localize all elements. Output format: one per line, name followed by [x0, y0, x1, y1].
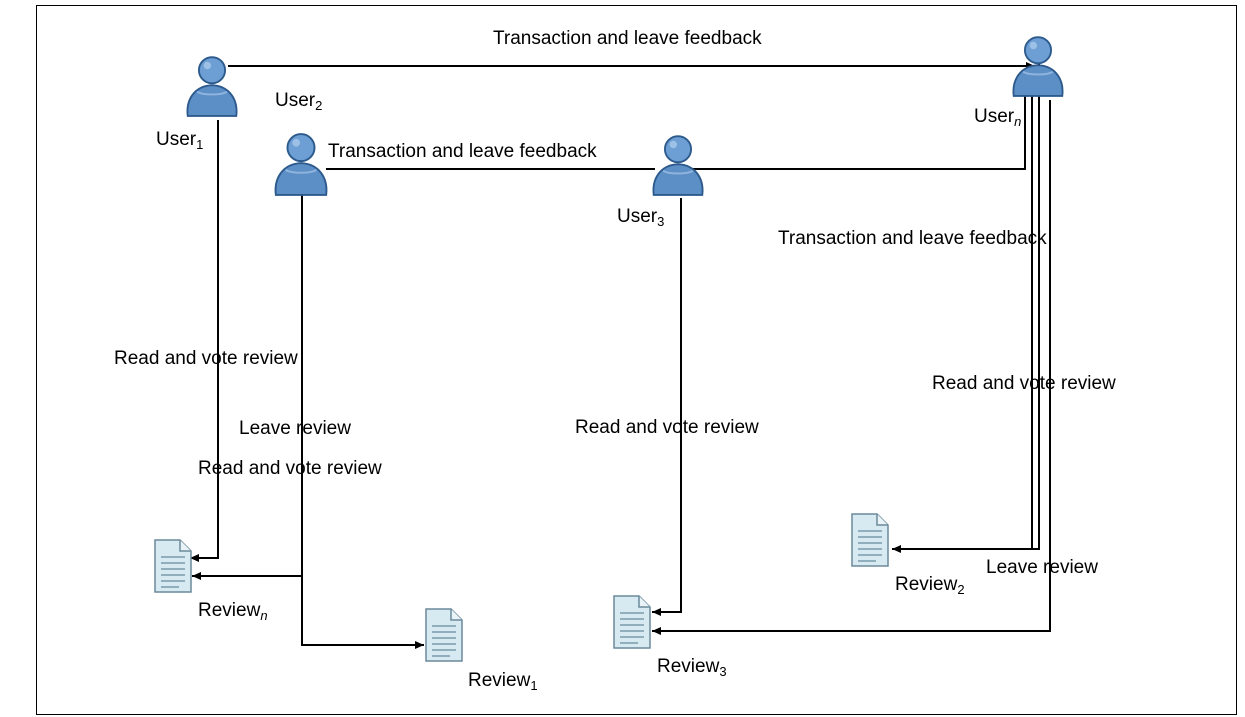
edge-usern-read-review2: [892, 62, 1040, 553]
review1-label: Review1: [468, 670, 538, 693]
edge-label-user3-read: Read and vote review: [575, 417, 759, 438]
usern-label: Usern: [974, 106, 1022, 129]
edge-label-user2-user3: Transaction and leave feedback: [328, 141, 597, 162]
diagram-frame: [36, 5, 1237, 715]
edge-user2-read-reviewn: [192, 172, 303, 580]
edge-label-top: Transaction and leave feedback: [493, 28, 762, 49]
edge-label-right: Transaction and leave feedback: [778, 228, 1047, 249]
review3-label: Review3: [657, 656, 727, 679]
edge-label-usern-read: Read and vote review: [932, 373, 1116, 394]
review3-doc-icon: [613, 595, 651, 649]
edge-user2-to-review1: [301, 576, 424, 649]
edge-user1-to-reviewn: [190, 120, 219, 562]
edge-user3-to-review3: [652, 198, 682, 616]
user3-label: User3: [617, 206, 665, 229]
user3-icon: [652, 135, 704, 196]
edge-label-user1-read: Read and vote review: [114, 348, 298, 369]
user1-label: User1: [156, 129, 204, 152]
edge-usern-to-user3: [677, 85, 1026, 173]
reviewn-doc-icon: [154, 539, 192, 593]
review2-label: Review2: [895, 574, 965, 597]
edge-label-user2-leave: Leave review: [239, 418, 351, 439]
user2-icon: [274, 133, 328, 196]
review2-doc-icon: [851, 513, 889, 567]
user2-label: User2: [275, 90, 323, 113]
edge-usern-leave-review3: [652, 100, 1051, 635]
reviewn-label: Reviewn: [198, 600, 268, 623]
edge-label-usern-leave: Leave review: [986, 557, 1098, 578]
review1-doc-icon: [425, 608, 463, 662]
edge-label-user2-read: Read and vote review: [198, 458, 382, 479]
